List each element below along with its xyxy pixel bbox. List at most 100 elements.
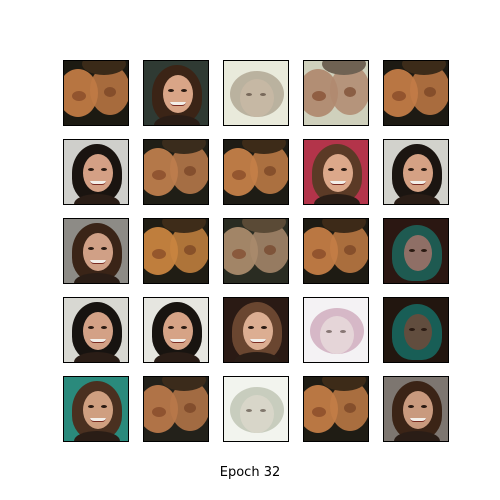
sample-image-5-4: [303, 376, 369, 442]
eye: [409, 249, 415, 252]
shadow-blob: [264, 166, 276, 176]
sample-image-4-2: [143, 297, 209, 363]
eye: [261, 326, 267, 329]
figure-caption: Epoch 32: [219, 465, 281, 480]
mouth: [90, 418, 106, 422]
face-oval: [404, 314, 432, 350]
eye: [340, 330, 346, 333]
shoulders: [394, 431, 440, 441]
mouth: [330, 181, 346, 185]
mouth: [170, 102, 186, 106]
shadow-blob: [344, 403, 356, 413]
shadow-blob: [184, 245, 196, 255]
eye: [246, 409, 252, 412]
shadow-blob: [264, 245, 276, 255]
face-oval: [83, 233, 113, 271]
eye: [421, 168, 427, 171]
hair-blob: [162, 219, 206, 233]
sample-image-2-4: [303, 139, 369, 205]
shadow-blob: [152, 170, 166, 180]
eye: [88, 247, 94, 250]
shadow-blob: [152, 407, 166, 417]
face-oval: [163, 312, 193, 350]
shadow-blob: [184, 166, 196, 176]
face-oval: [83, 154, 113, 192]
sample-image-3-2: [143, 218, 209, 284]
eye: [248, 326, 254, 329]
shadow-blob: [104, 87, 116, 97]
shadow-blob: [232, 170, 246, 180]
shoulders: [314, 194, 360, 204]
face-oval: [403, 391, 433, 429]
eye: [88, 405, 94, 408]
mouth: [410, 418, 426, 422]
sample-image-4-3: [223, 297, 289, 363]
sample-image-5-3: [223, 376, 289, 442]
shadow-blob: [312, 407, 326, 417]
eye: [421, 405, 427, 408]
shadow-blob: [232, 249, 246, 259]
eye: [260, 409, 266, 412]
eye: [246, 93, 252, 96]
face-oval: [404, 235, 432, 271]
mouth: [250, 339, 266, 343]
face-oval: [163, 75, 193, 113]
sample-image-5-2: [143, 376, 209, 442]
sample-image-1-5: [383, 60, 449, 126]
eye: [421, 249, 427, 252]
face-blob: [240, 395, 274, 433]
sample-image-4-4: [303, 297, 369, 363]
eye: [409, 328, 415, 331]
sample-image-3-1: [63, 218, 129, 284]
eye: [168, 326, 174, 329]
shadow-blob: [344, 87, 356, 97]
face-oval: [323, 154, 353, 192]
hair-blob: [82, 61, 126, 75]
hair-blob: [162, 377, 206, 391]
shoulders: [74, 273, 120, 283]
eye: [101, 326, 107, 329]
sample-image-5-5: [383, 376, 449, 442]
shadow-blob: [392, 91, 406, 101]
hair-blob: [162, 140, 206, 154]
hair-blob: [322, 377, 366, 391]
hair-blob: [402, 61, 446, 75]
face-oval: [83, 391, 113, 429]
shadow-blob: [312, 249, 326, 259]
eye: [101, 405, 107, 408]
hair-blob: [322, 219, 366, 233]
sample-image-4-5: [383, 297, 449, 363]
face-blob: [240, 79, 274, 117]
eye: [341, 168, 347, 171]
face-blob: [320, 316, 354, 354]
face-oval: [243, 312, 273, 350]
shadow-blob: [152, 249, 166, 259]
sample-image-5-1: [63, 376, 129, 442]
eye: [88, 168, 94, 171]
mouth: [90, 181, 106, 185]
shoulders: [74, 194, 120, 204]
mouth: [90, 339, 106, 343]
shadow-blob: [72, 91, 86, 101]
eye: [326, 330, 332, 333]
eye: [101, 168, 107, 171]
shadow-blob: [312, 91, 326, 101]
mouth: [170, 339, 186, 343]
eye: [408, 405, 414, 408]
sample-image-4-1: [63, 297, 129, 363]
sample-image-2-5: [383, 139, 449, 205]
sample-image-2-1: [63, 139, 129, 205]
mouth: [410, 181, 426, 185]
mouth: [90, 260, 106, 264]
sample-image-1-4: [303, 60, 369, 126]
eye: [101, 247, 107, 250]
eye: [181, 326, 187, 329]
eye: [168, 89, 174, 92]
sample-image-3-5: [383, 218, 449, 284]
sample-image-1-1: [63, 60, 129, 126]
hair-blob: [242, 219, 286, 233]
shoulders: [394, 194, 440, 204]
shoulders: [74, 431, 120, 441]
sample-image-grid: [63, 60, 449, 442]
sample-image-1-2: [143, 60, 209, 126]
